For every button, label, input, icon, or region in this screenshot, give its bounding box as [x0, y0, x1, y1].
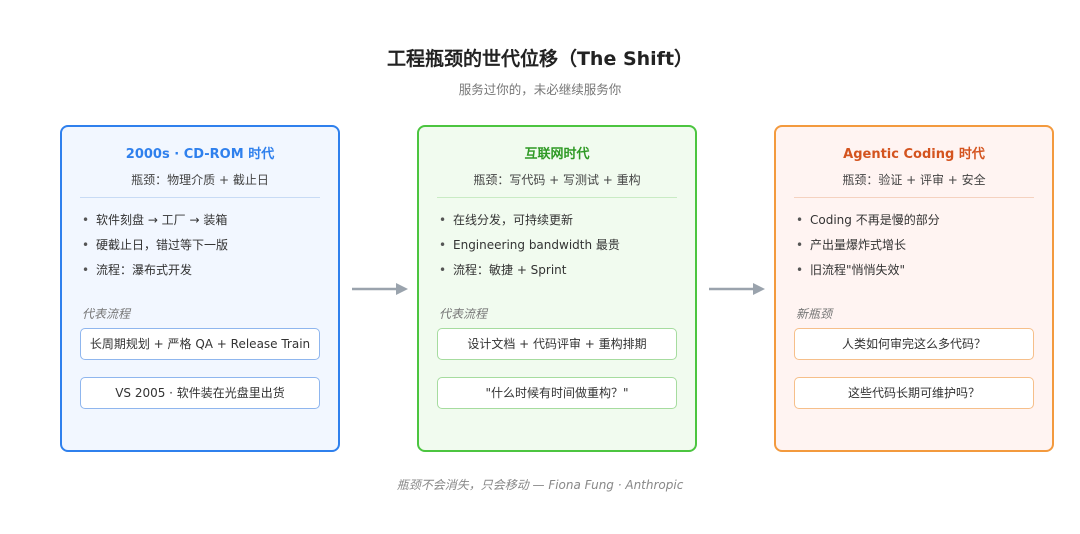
divider — [80, 197, 320, 198]
card-bottleneck: 瓶颈：写代码 + 写测试 + 重构 — [473, 173, 641, 187]
card-internet-era: 互联网时代 瓶颈：写代码 + 写测试 + 重构 在线分发，可持续更新 Engin… — [417, 125, 697, 452]
flow-box: 设计文档 + 代码评审 + 重构排期 — [437, 328, 677, 360]
flow-box: "什么时候有时间做重构？" — [437, 377, 677, 409]
arrow-right-icon — [709, 283, 765, 295]
flow-box: VS 2005 · 软件装在光盘里出货 — [80, 377, 320, 409]
page-subtitle: 服务过你的，未必继续服务你 — [458, 82, 622, 97]
list-item: 硬截止日，错过等下一版 — [82, 236, 328, 261]
section-label: 代表流程 — [82, 307, 131, 321]
card-cdrom-era: 2000s · CD-ROM 时代 瓶颈：物理介质 + 截止日 软件刻盘 → 工… — [60, 125, 340, 452]
list-item: Engineering bandwidth 最贵 — [439, 236, 685, 261]
flow-box: 人类如何审完这么多代码？ — [794, 328, 1034, 360]
list-item: 流程：敏捷 + Sprint — [439, 261, 685, 286]
card-title: 2000s · CD-ROM 时代 — [125, 147, 275, 162]
card-bottleneck: 瓶颈：物理介质 + 截止日 — [131, 173, 269, 187]
divider — [794, 197, 1034, 198]
list-item: 旧流程"悄悄失效" — [796, 261, 1042, 286]
list-item: 在线分发，可持续更新 — [439, 211, 685, 236]
bullet-list: 在线分发，可持续更新 Engineering bandwidth 最贵 流程：敏… — [439, 211, 685, 286]
divider — [437, 197, 677, 198]
card-agentic-era: Agentic Coding 时代 瓶颈：验证 + 评审 + 安全 Coding… — [774, 125, 1054, 452]
flow-box: 长周期规划 + 严格 QA + Release Train — [80, 328, 320, 360]
flow-box: 这些代码长期可维护吗？ — [794, 377, 1034, 409]
section-label: 新瓶颈 — [796, 307, 833, 321]
arrow-right-icon — [352, 283, 408, 295]
bullet-list: Coding 不再是慢的部分 产出量爆炸式增长 旧流程"悄悄失效" — [796, 211, 1042, 286]
list-item: 产出量爆炸式增长 — [796, 236, 1042, 261]
list-item: 流程：瀑布式开发 — [82, 261, 328, 286]
list-item: Coding 不再是慢的部分 — [796, 211, 1042, 236]
footer-quote: 瓶颈不会消失，只会移动 — Fiona Fung · Anthropic — [396, 478, 684, 492]
card-bottleneck: 瓶颈：验证 + 评审 + 安全 — [842, 173, 986, 187]
page-title: 工程瓶颈的世代位移（The Shift） — [386, 48, 694, 70]
bullet-list: 软件刻盘 → 工厂 → 装箱 硬截止日，错过等下一版 流程：瀑布式开发 — [82, 211, 328, 286]
section-label: 代表流程 — [439, 307, 488, 321]
card-title: Agentic Coding 时代 — [843, 147, 985, 162]
card-title: 互联网时代 — [524, 147, 590, 162]
list-item: 软件刻盘 → 工厂 → 装箱 — [82, 211, 328, 236]
